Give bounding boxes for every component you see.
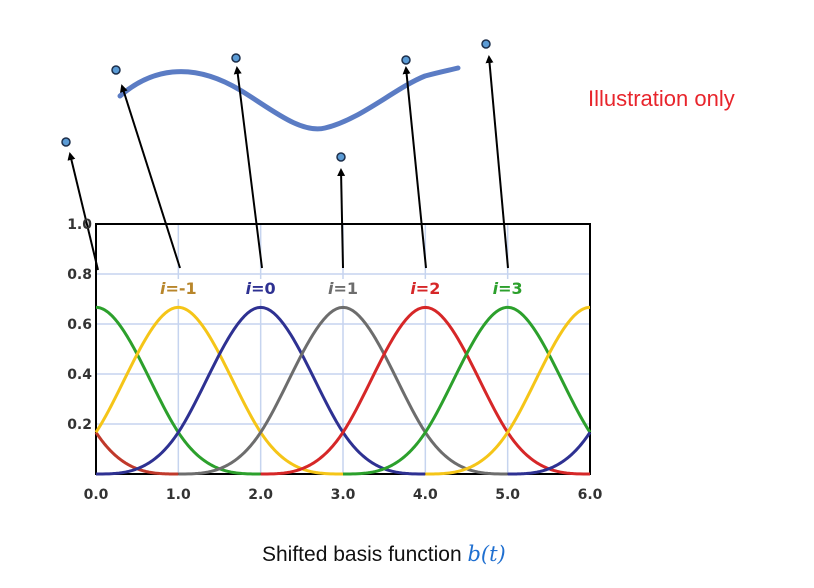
series-label-background [486, 279, 529, 299]
caption-math: b(t) [467, 542, 505, 566]
series-label-variable: i [493, 279, 499, 298]
control-point-arrow [337, 168, 346, 269]
control-point-arrow [120, 84, 181, 269]
figure-caption: Shifted basis function b(t) [262, 542, 506, 566]
basis-curve [506, 431, 592, 476]
x-tick-label: 2.0 [248, 487, 273, 503]
x-tick-label: 0.0 [84, 487, 109, 503]
y-tick-label: 0.4 [67, 367, 92, 383]
x-tick-label: 3.0 [331, 487, 356, 503]
series-label-value: =-1 [165, 279, 196, 298]
series-label-i=2: i=2 [410, 279, 440, 298]
basis-curves [94, 305, 592, 476]
series-label-i=1: i=1 [328, 279, 358, 298]
caption-text: Shifted basis function [262, 543, 467, 566]
series-label-background [239, 279, 282, 299]
series-label-background [404, 279, 447, 299]
y-tick-label: 0.6 [67, 317, 92, 333]
control-point [336, 152, 346, 162]
control-point-arrow [485, 55, 509, 269]
series-label-i=3: i=3 [493, 279, 523, 298]
spline-curve [117, 65, 461, 132]
basis-curve-i=0 [96, 305, 426, 476]
series-label-value: =1 [333, 279, 358, 298]
series-label-i=0: i=0 [246, 279, 276, 298]
series-label-variable: i [328, 279, 334, 298]
control-point-arrow [233, 66, 263, 269]
series-label-i=-1: i=-1 [160, 279, 197, 298]
series-label-background [157, 279, 200, 299]
control-point [61, 137, 71, 147]
series-label-background [322, 279, 364, 299]
series-label-variable: i [410, 279, 416, 298]
y-tick-label: 1.0 [67, 217, 92, 233]
illustration-only-note: Illustration only [588, 86, 735, 111]
series-label-value: =0 [251, 279, 276, 298]
control-point [111, 65, 121, 75]
y-tick-label: 0.2 [67, 417, 92, 433]
x-tick-label: 5.0 [495, 487, 520, 503]
basis-curve-i=1 [178, 305, 508, 476]
basis-curve-i=3 [343, 305, 592, 476]
control-point-arrow [67, 152, 99, 271]
control-point [401, 55, 411, 65]
control-point [481, 39, 491, 49]
series-label-variable: i [246, 279, 252, 298]
series-label-value: =3 [498, 279, 523, 298]
basis-curve [425, 305, 591, 476]
x-tick-label: 6.0 [578, 487, 603, 503]
basis-curve-i=-1 [94, 305, 343, 476]
x-tick-label: 4.0 [413, 487, 438, 503]
y-axis-ticks: 0.2 0.4 0.6 0.8 1.0 [67, 217, 92, 433]
basis-curve-i=2 [260, 305, 590, 476]
control-point [231, 53, 241, 63]
control-point-illustration [61, 39, 509, 271]
y-tick-label: 0.8 [67, 267, 92, 283]
control-point-arrow [402, 66, 427, 269]
x-axis-ticks: 0.0 1.0 2.0 3.0 4.0 5.0 6.0 [84, 487, 603, 503]
series-label-value: =2 [416, 279, 441, 298]
x-tick-label: 1.0 [166, 487, 191, 503]
series-label-variable: i [160, 279, 166, 298]
